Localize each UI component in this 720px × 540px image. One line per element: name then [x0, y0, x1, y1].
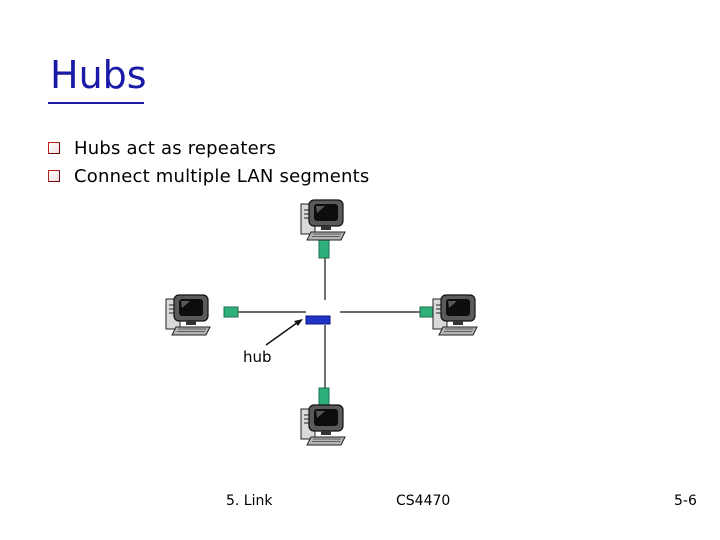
footer-course: CS4470 [396, 493, 451, 509]
hub-pointer-arrow [265, 319, 302, 346]
computer-icon [165, 294, 211, 336]
computer-icon [300, 404, 346, 446]
network-links [237, 258, 420, 388]
port-connectors [223, 239, 435, 407]
slide-title: Hubs [50, 53, 147, 97]
bullet-text: Connect multiple LAN segments [74, 165, 370, 187]
bullet-list: Hubs act as repeaters Connect multiple L… [48, 134, 369, 190]
hub-label: hub [243, 348, 272, 366]
bullet-icon [48, 170, 60, 182]
bullet-text: Hubs act as repeaters [74, 137, 277, 159]
hub-device [305, 315, 331, 325]
bullet-icon [48, 142, 60, 154]
computer-icon [432, 294, 478, 336]
bullet-item: Hubs act as repeaters [48, 134, 369, 162]
computer-icon [300, 199, 346, 241]
title-underline [48, 102, 144, 104]
footer-page-number: 5-6 [674, 493, 697, 509]
bullet-item: Connect multiple LAN segments [48, 162, 369, 190]
footer-chapter: 5. Link [226, 493, 273, 509]
